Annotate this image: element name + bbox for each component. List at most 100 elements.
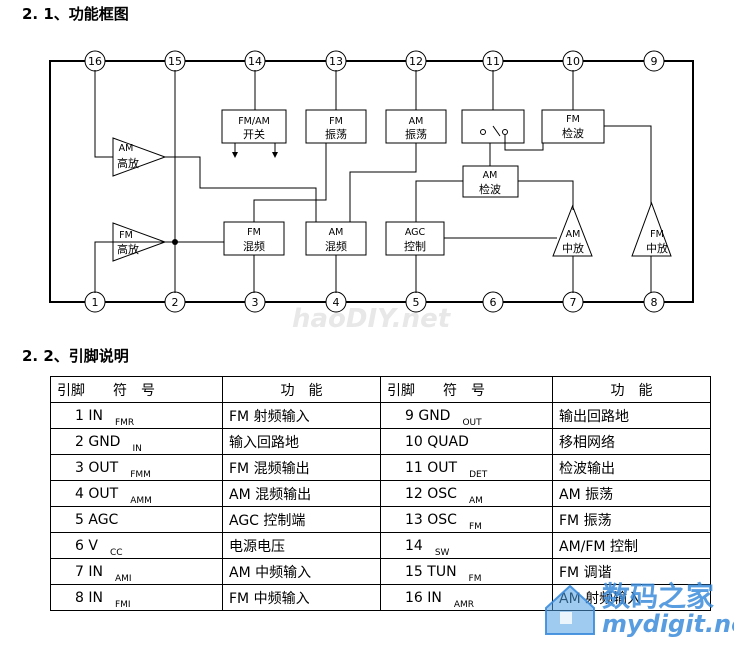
am-mix-label-1: AM bbox=[329, 227, 344, 238]
am-rf-label-1: AM bbox=[119, 143, 134, 154]
am-if-label-1: AM bbox=[566, 229, 581, 240]
pin-name: 10 QUAD bbox=[405, 433, 469, 450]
bottom-pin-label: 1 bbox=[92, 296, 99, 309]
mydigit-watermark-cn: 数码之家 bbox=[602, 580, 715, 613]
pin-symbol-cell: 13 OSC FM bbox=[380, 506, 553, 533]
top-pin-label: 15 bbox=[168, 55, 182, 68]
section-title-pin-description: 2. 2、引脚说明 bbox=[22, 347, 129, 365]
pin-symbol-cell: 10 QUAD bbox=[380, 428, 553, 455]
top-pin-label: 9 bbox=[651, 55, 658, 68]
bottom-pin-3 bbox=[244, 291, 266, 313]
mydigit-watermark-url: mydigit.net bbox=[602, 610, 734, 638]
pin-function-cell: 检波输出 bbox=[552, 454, 711, 481]
pin-subscript: AMR bbox=[453, 599, 475, 610]
fm-if-label-1: FM bbox=[650, 229, 664, 240]
pin-subscript: IN bbox=[132, 443, 142, 454]
pin-name: 4 OUT bbox=[75, 485, 119, 502]
block-am-osc bbox=[385, 109, 447, 144]
block-fm-det bbox=[541, 109, 605, 144]
header-function: 功 能 bbox=[552, 376, 711, 403]
block-fm-osc bbox=[305, 109, 367, 144]
table-row: 5 AGC AGC 控制端 13 OSC FM FM 振荡 bbox=[50, 506, 711, 533]
top-pin-label: 16 bbox=[88, 55, 102, 68]
pin-symbol-cell: 8 IN FMI bbox=[50, 584, 223, 611]
fmam-switch-label-1: FM/AM bbox=[238, 116, 270, 127]
pin-subscript: DET bbox=[469, 469, 488, 480]
top-pin-label: 11 bbox=[486, 55, 500, 68]
pin-subscript: FMM bbox=[130, 469, 151, 480]
block-fmam-switch bbox=[221, 109, 287, 144]
pin-subscript: OUT bbox=[462, 417, 482, 428]
agc-label-1: AGC bbox=[405, 227, 426, 238]
agc-label-2: 控制 bbox=[404, 239, 426, 253]
pin-name: 1 IN bbox=[75, 407, 103, 424]
pin-name: 9 GND bbox=[405, 407, 451, 424]
pin-function-cell: AM/FM 控制 bbox=[552, 532, 711, 559]
bottom-pin-label: 5 bbox=[413, 296, 420, 309]
block-fm-mix bbox=[223, 221, 285, 256]
block-am-mix bbox=[305, 221, 367, 256]
pin-function-cell: AM 振荡 bbox=[552, 480, 711, 507]
header-pin-symbol: 引脚 符 号 bbox=[380, 376, 553, 403]
am-if-label-2: 中放 bbox=[562, 241, 584, 255]
pin-name: 15 TUN bbox=[405, 563, 457, 580]
fm-osc-label-1: FM bbox=[329, 116, 343, 127]
bottom-pin-label: 8 bbox=[651, 296, 658, 309]
table-row: 1 IN FMR FM 射频输入 9 GND OUT 输出回路地 bbox=[50, 402, 711, 429]
pin-function-cell: 输出回路地 bbox=[552, 402, 711, 429]
pin-function-cell: AM 中频输入 bbox=[222, 558, 381, 585]
top-pin-label: 13 bbox=[329, 55, 343, 68]
pin-symbol-cell: 3 OUT FMM bbox=[50, 454, 223, 481]
pin-function-cell: 电源电压 bbox=[222, 532, 381, 559]
fm-rf-label-2: 高放 bbox=[117, 242, 139, 256]
fmam-switch-label-2: 开关 bbox=[243, 127, 265, 141]
pin-subscript: SW bbox=[434, 547, 450, 558]
pin-subscript: FMI bbox=[114, 599, 131, 610]
pin-subscript: FMR bbox=[114, 417, 135, 428]
table-header-row: 引脚 符 号 功 能 引脚 符 号 功 能 bbox=[50, 376, 711, 403]
pin-symbol-cell: 5 AGC bbox=[50, 506, 223, 533]
am-det-label-1: AM bbox=[483, 170, 498, 181]
bottom-pin-label: 3 bbox=[252, 296, 259, 309]
fm-rf-label-1: FM bbox=[119, 230, 133, 241]
bottom-pin-label: 7 bbox=[570, 296, 577, 309]
pin-subscript: FM bbox=[468, 521, 482, 532]
mydigit-logo-icon bbox=[545, 584, 595, 635]
block-agc bbox=[385, 221, 445, 256]
pin-name: 5 AGC bbox=[75, 511, 119, 528]
pin-subscript: AM bbox=[468, 495, 483, 506]
pin-function-cell: FM 射频输入 bbox=[222, 402, 381, 429]
pin-function-cell: FM 振荡 bbox=[552, 506, 711, 533]
am-mix-label-2: 混频 bbox=[325, 239, 347, 253]
pin-subscript: FM bbox=[468, 573, 482, 584]
pin-function-cell: AGC 控制端 bbox=[222, 506, 381, 533]
top-pin-9 bbox=[643, 50, 665, 72]
pin-subscript: AMI bbox=[114, 573, 132, 584]
pin-subscript: CC bbox=[109, 547, 123, 558]
pin-name: 3 OUT bbox=[75, 459, 119, 476]
am-osc-label-2: 振荡 bbox=[405, 127, 427, 141]
bottom-pin-8 bbox=[643, 291, 665, 313]
pin-function-cell: FM 中频输入 bbox=[222, 584, 381, 611]
top-pin-label: 14 bbox=[248, 55, 262, 68]
pin-name: 13 OSC bbox=[405, 511, 457, 528]
fm-if-label-2: 中放 bbox=[646, 241, 668, 255]
fm-mix-label-2: 混频 bbox=[243, 239, 265, 253]
fm-mix-label-1: FM bbox=[247, 227, 261, 238]
pin-function-cell: AM 混频输出 bbox=[222, 480, 381, 507]
fm-det-label-1: FM bbox=[566, 114, 580, 125]
pin-name: 8 IN bbox=[75, 589, 103, 606]
header-function: 功 能 bbox=[222, 376, 381, 403]
pin-name: 16 IN bbox=[405, 589, 442, 606]
bottom-pin-label: 2 bbox=[172, 296, 179, 309]
